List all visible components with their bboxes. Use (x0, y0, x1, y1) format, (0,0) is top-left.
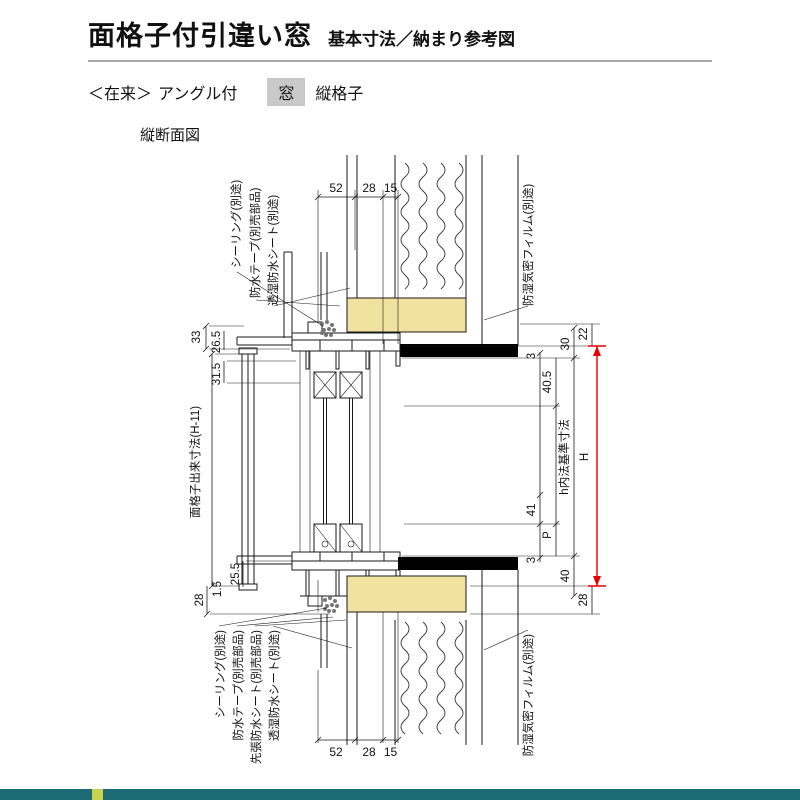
insulation-hatch-bottom (400, 621, 464, 735)
callout-breathable-sheet-top: 透湿防水シート(別途) (266, 195, 280, 306)
dim-right-3-bottom: 3 (526, 557, 538, 563)
title-divider (88, 60, 712, 62)
callout-breathable-sheet-bottom: 透湿防水シート(別途) (267, 630, 281, 741)
page-header: 面格子付引違い窓 基本寸法／納まり参考図 ＜在来＞ アングル付 窓 縦格子 縦断… (88, 14, 712, 145)
dimension-line-top: 52 28 15 (314, 181, 402, 344)
variant-lattice: 縦格子 (315, 86, 364, 103)
insulation-hatch-top (400, 162, 464, 290)
callout-vapor-film-bottom: 防湿気密フィルム(別途) (521, 634, 535, 756)
dim-right-28: 28 (578, 594, 590, 607)
title-row: 面格子付引違い窓 基本寸法／納まり参考図 (88, 14, 712, 53)
outer-sash (313, 371, 337, 553)
dim-grille-height: 面格子出来寸法(H-11) (188, 406, 202, 518)
variant-window-highlight: 窓 (267, 78, 306, 106)
variant-prefix: ＜在来＞ (88, 86, 153, 103)
callout-pre-applied-sheet-bottom: 先張防水シート(別売部品) (249, 630, 263, 764)
footer-bar (0, 789, 800, 800)
callout-sealing-top: シーリング(別途) (229, 180, 243, 268)
frame-head (236, 321, 401, 370)
dimension-H-red: H (579, 345, 606, 587)
dim-right-30: 30 (560, 338, 572, 351)
window-sashes (313, 371, 363, 553)
dim-left-1-5: 1.5 (212, 581, 224, 597)
page-subtitle: 基本寸法／納まり参考図 (328, 30, 515, 49)
dim-bottom-15: 15 (384, 745, 398, 759)
dim-left-26-5: 26.5 (211, 331, 223, 353)
section-view-label: 縦断面図 (140, 127, 201, 144)
dim-top-15: 15 (384, 181, 398, 195)
dim-right-P: P (542, 531, 554, 539)
dim-bottom-52: 52 (329, 745, 343, 759)
wood-blocking-top (346, 297, 467, 333)
dim-right-h-inner: h内法基準寸法 (557, 419, 571, 494)
callout-leaders (218, 271, 529, 651)
callout-waterproof-tape-bottom: 防水テープ(別売部品) (231, 630, 245, 741)
footer-accent (92, 789, 103, 800)
dimensions-right: 3 41 3 40.5 P 30 h内法基準寸法 40 22 28 (402, 323, 606, 615)
dim-right-41: 41 (526, 504, 538, 517)
dim-right-3-top: 3 (526, 353, 538, 359)
callout-sealing-bottom: シーリング(別途) (213, 630, 227, 718)
callout-waterproof-tape-top: 防水テープ(別売部品) (248, 187, 262, 298)
dim-right-22: 22 (578, 328, 590, 341)
dim-left-31-5: 31.5 (211, 363, 223, 385)
callout-labels: シーリング(別途) 防水テープ(別売部品) 透湿防水シート(別途) 防湿気密フィ… (213, 180, 535, 765)
variant-row: ＜在来＞ アングル付 窓 縦格子 (88, 78, 712, 106)
inner-sash (339, 371, 363, 553)
dim-right-40: 40 (560, 570, 572, 583)
face-grille (238, 347, 258, 591)
page-title: 面格子付引違い窓 (88, 21, 312, 51)
sealing-top (320, 320, 336, 337)
dim-top-28: 28 (362, 181, 376, 195)
variant-angle: アングル付 (158, 86, 238, 103)
dim-bottom-28: 28 (362, 745, 376, 759)
dimension-line-bottom: 52 28 15 (314, 612, 402, 759)
wall-structure-top (283, 155, 519, 346)
dim-left-25-5: 25.5 (230, 563, 242, 585)
interior-board-top (398, 344, 518, 357)
dim-right-40-5: 40.5 (542, 371, 554, 393)
dimensions-left: 33 26.5 31.5 面格子出来寸法(H-11) 28 1.5 25.5 (188, 322, 330, 618)
dim-left-28: 28 (194, 594, 206, 607)
angle-piece-head (395, 350, 401, 367)
dim-left-33: 33 (191, 331, 203, 344)
jamb-elevation-lines (299, 351, 381, 552)
interior-board-bottom (398, 557, 518, 570)
wood-blocking-bottom (346, 575, 467, 613)
sealing-bottom (323, 596, 339, 613)
callout-vapor-film-top: 防湿気密フィルム(別途) (521, 184, 535, 306)
dim-right-H: H (579, 453, 591, 461)
dim-top-52: 52 (329, 181, 343, 195)
wall-structure-bottom (317, 570, 519, 745)
